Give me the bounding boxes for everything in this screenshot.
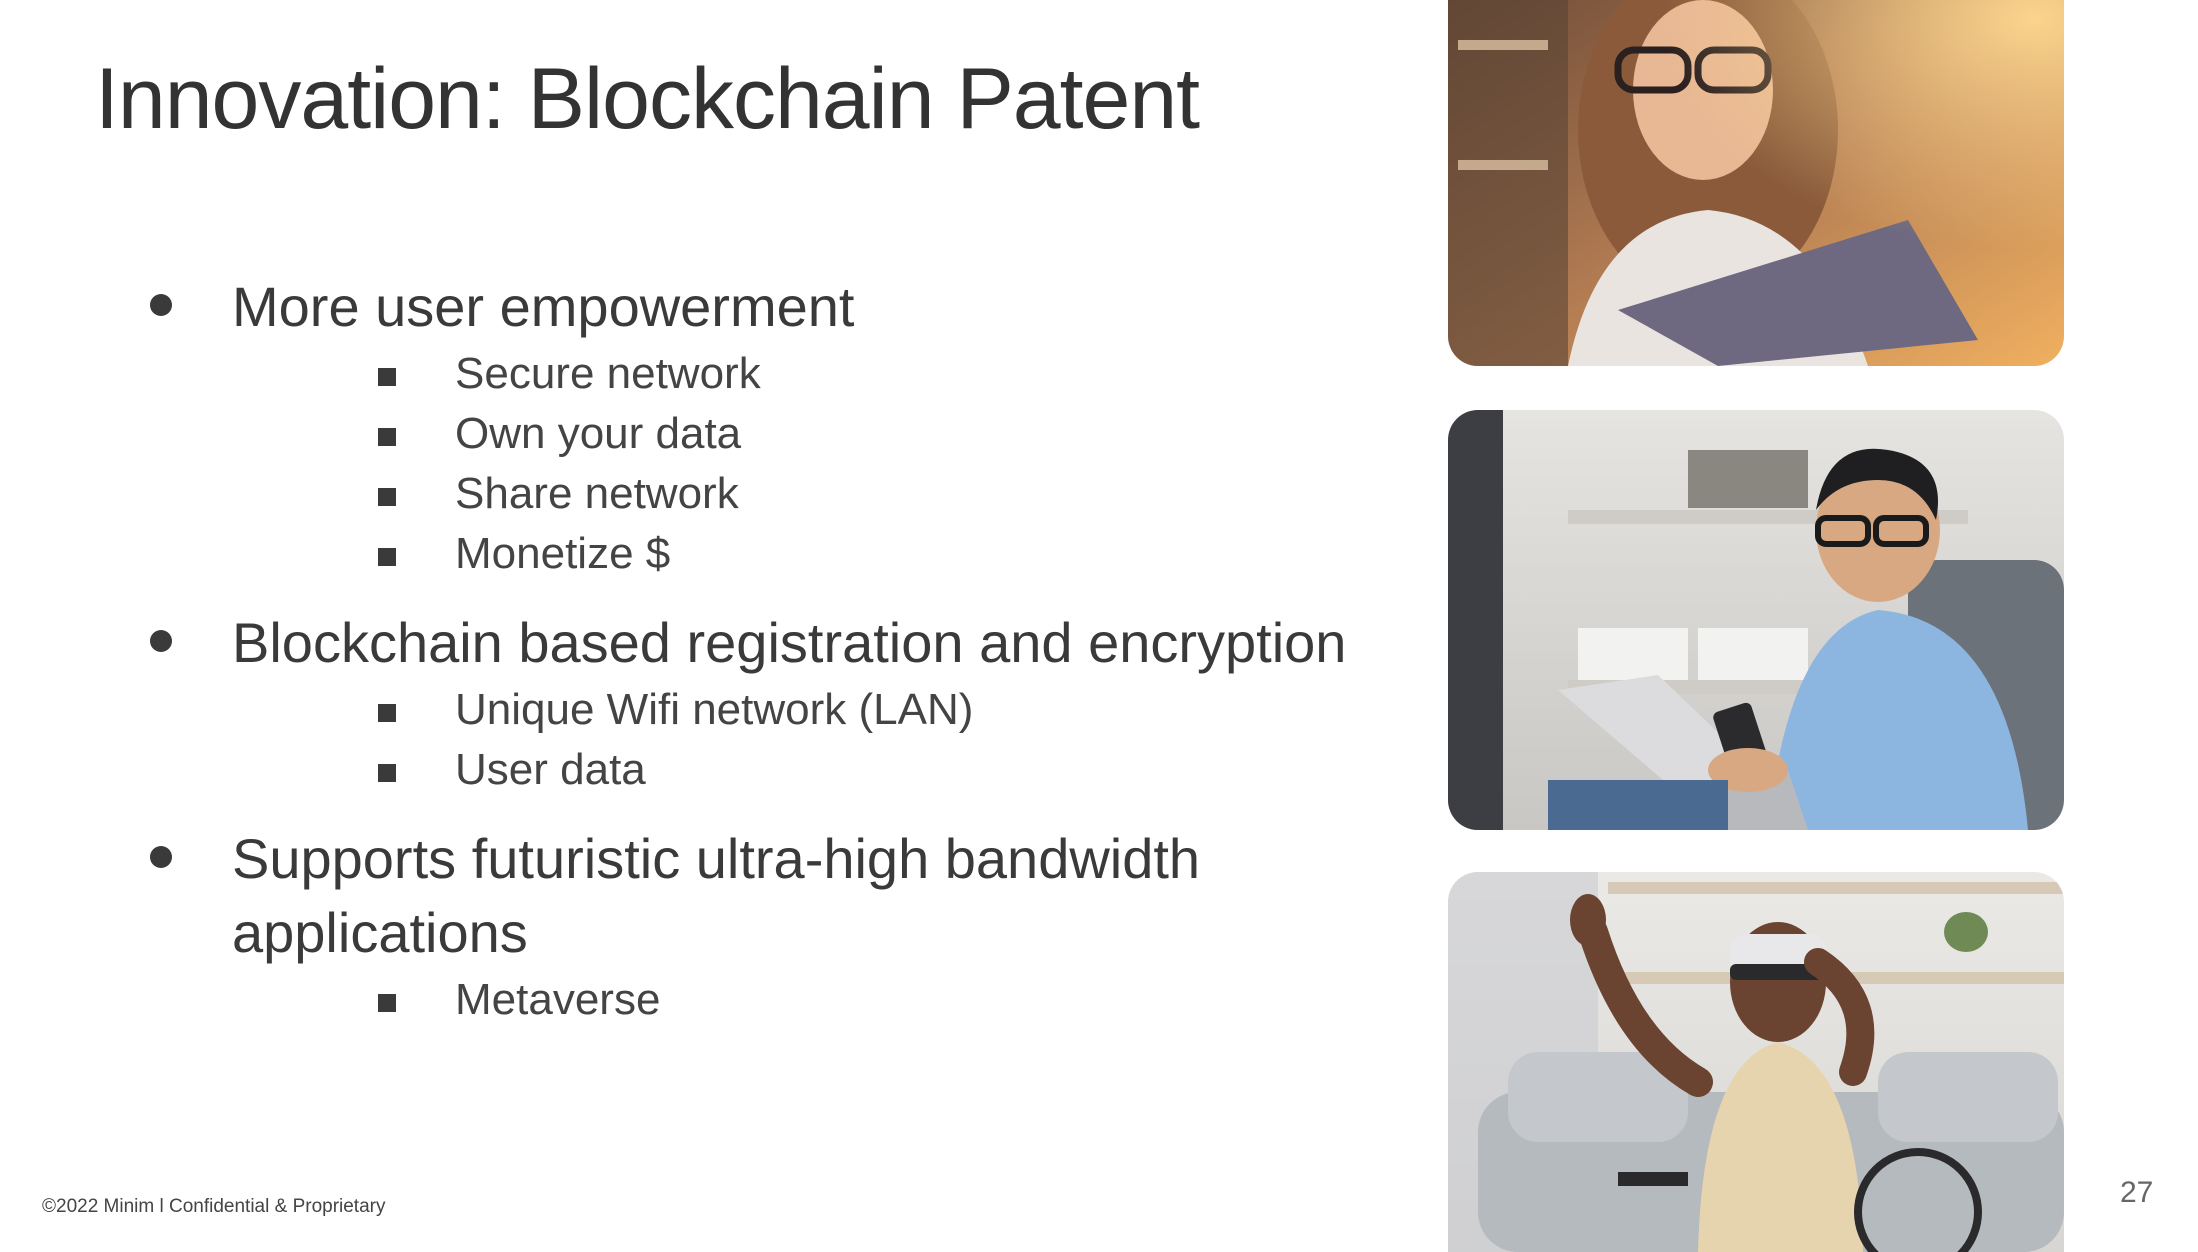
- square-bullet-icon: [378, 488, 396, 506]
- sub-bullet-list: Unique Wifi network (LAN) User data: [232, 680, 1390, 800]
- sub-bullet-list: Metaverse: [232, 970, 1390, 1030]
- sub-bullet-text: Unique Wifi network (LAN): [455, 685, 974, 734]
- bullet-item: Blockchain based registration and encryp…: [140, 606, 1390, 800]
- sub-bullet-text: Monetize $: [455, 529, 671, 578]
- sub-bullet-item: Monetize $: [140, 524, 1390, 584]
- sub-bullet-item: User data: [140, 740, 1390, 800]
- bullet-dot-icon: [150, 846, 172, 868]
- bullet-item: Supports futuristic ultra-high bandwidth…: [140, 822, 1390, 1030]
- square-bullet-icon: [378, 994, 396, 1012]
- sub-bullet-text: Metaverse: [455, 975, 661, 1024]
- bullet-text: More user empowerment: [232, 275, 855, 338]
- square-bullet-icon: [378, 548, 396, 566]
- bullet-dot-icon: [150, 630, 172, 652]
- sub-bullet-item: Own your data: [140, 404, 1390, 464]
- sub-bullet-text: Secure network: [455, 349, 761, 398]
- photo-woman-tablet: [1448, 0, 2064, 366]
- square-bullet-icon: [378, 428, 396, 446]
- bullet-list: More user empowerment Secure network Own…: [140, 270, 1390, 1052]
- sub-bullet-item: Secure network: [140, 344, 1390, 404]
- bullet-item: More user empowerment Secure network Own…: [140, 270, 1390, 584]
- photo-man-vr-headset: [1448, 872, 2064, 1252]
- page-number: 27: [2120, 1176, 2154, 1209]
- sub-bullet-text: Share network: [455, 469, 739, 518]
- square-bullet-icon: [378, 368, 396, 386]
- bullet-text: Blockchain based registration and encryp…: [232, 611, 1347, 674]
- sub-bullet-item: Unique Wifi network (LAN): [140, 680, 1390, 740]
- bullet-dot-icon: [150, 294, 172, 316]
- photo-man-laptop: [1448, 410, 2064, 830]
- sub-bullet-item: Share network: [140, 464, 1390, 524]
- square-bullet-icon: [378, 764, 396, 782]
- sub-bullet-list: Secure network Own your data Share netwo…: [232, 344, 1390, 584]
- square-bullet-icon: [378, 704, 396, 722]
- footer-copyright: ©2022 Minim l Confidential & Proprietary: [42, 1196, 386, 1217]
- photo-man-laptop-image: [1448, 410, 2064, 830]
- sub-bullet-text: Own your data: [455, 409, 742, 458]
- bullet-text: Supports futuristic ultra-high bandwidth…: [232, 827, 1201, 964]
- slide-title: Innovation: Blockchain Patent: [95, 51, 1200, 147]
- sub-bullet-text: User data: [455, 745, 646, 794]
- photo-woman-tablet-image: [1448, 0, 2064, 366]
- sub-bullet-item: Metaverse: [140, 970, 1390, 1030]
- photo-man-vr-headset-image: [1448, 872, 2064, 1252]
